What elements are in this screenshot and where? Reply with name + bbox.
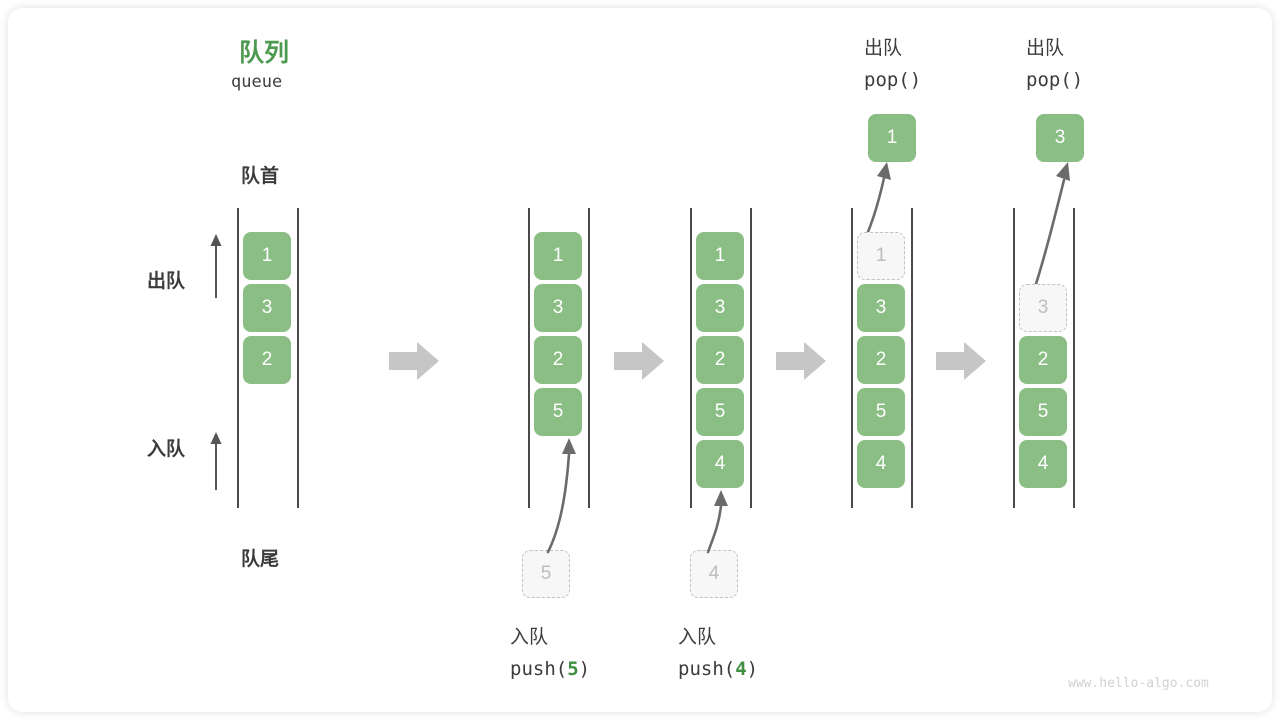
- push-arrow-5: [540, 436, 580, 556]
- pop3-header-cn: 出队: [1026, 38, 1065, 59]
- queue-cell: 4: [696, 440, 744, 488]
- enqueue-direction-arrow: [204, 430, 228, 492]
- dequeue-label: 出队: [147, 271, 186, 292]
- push4-caption-code: push(4): [678, 658, 758, 680]
- front-label: 队首: [241, 166, 280, 187]
- push4-code-prefix: push(: [678, 658, 736, 680]
- queue-cell: 3: [857, 284, 905, 332]
- queue-cell: 5: [534, 388, 582, 436]
- queue-rail-right-push4: [750, 208, 752, 508]
- enqueue-label: 入队: [147, 439, 186, 460]
- push4-code-suffix: ): [746, 658, 759, 680]
- push-arrow-4: [700, 488, 740, 556]
- pop3-header-code: pop(): [1026, 69, 1084, 91]
- queue-rail-right-pop1: [911, 208, 913, 508]
- popped-cell: 3: [1036, 114, 1084, 162]
- push4-caption-cn: 入队: [678, 627, 717, 648]
- queue-cell: 3: [696, 284, 744, 332]
- incoming-ghost-cell: 5: [522, 550, 570, 598]
- push5-code-suffix: ): [578, 658, 591, 680]
- queue-cell: 1: [696, 232, 744, 280]
- rear-label: 队尾: [241, 549, 280, 570]
- queue-rail-left-pop3: [1013, 208, 1015, 508]
- queue-cell: 5: [857, 388, 905, 436]
- dequeue-direction-arrow: [204, 232, 228, 300]
- queue-rail-left-initial: [237, 208, 239, 508]
- queue-rail-left-push5: [528, 208, 530, 508]
- popped-cell: 1: [868, 114, 916, 162]
- step-arrow-4: [936, 340, 988, 382]
- queue-rail-right-push5: [588, 208, 590, 508]
- queue-cell: 5: [1019, 388, 1067, 436]
- queue-rail-left-push4: [690, 208, 692, 508]
- push4-code-value: 4: [735, 658, 747, 680]
- push5-caption-code: push(5): [510, 658, 590, 680]
- pop1-header-cn: 出队: [864, 38, 903, 59]
- queue-rail-right-pop3: [1073, 208, 1075, 508]
- queue-rail-right-initial: [297, 208, 299, 508]
- diagram-title-cn: 队列: [239, 39, 290, 67]
- queue-cell: 1: [243, 232, 291, 280]
- queue-cell: 1: [534, 232, 582, 280]
- queue-cell: 2: [534, 336, 582, 384]
- step-arrow-2: [614, 340, 666, 382]
- diagram-card: 队列 queue 队首 队尾 出队 入队 1 3 2: [8, 8, 1272, 712]
- push5-caption-cn: 入队: [510, 627, 549, 648]
- queue-cell: 3: [1019, 284, 1067, 332]
- queue-cell: 2: [696, 336, 744, 384]
- queue-cell: 1: [857, 232, 905, 280]
- step-arrow-3: [776, 340, 828, 382]
- diagram-title-en: queue: [231, 72, 283, 92]
- push5-code-prefix: push(: [510, 658, 568, 680]
- queue-cell: 3: [243, 284, 291, 332]
- queue-cell: 2: [857, 336, 905, 384]
- watermark: www.hello-algo.com: [1068, 676, 1209, 691]
- queue-cell: 4: [857, 440, 905, 488]
- queue-rail-left-pop1: [851, 208, 853, 508]
- push5-code-value: 5: [567, 658, 579, 680]
- queue-cell: 2: [243, 336, 291, 384]
- step-arrow-1: [389, 340, 441, 382]
- queue-cell: 3: [534, 284, 582, 332]
- queue-cell: 2: [1019, 336, 1067, 384]
- queue-cell: 4: [1019, 440, 1067, 488]
- queue-cell: 5: [696, 388, 744, 436]
- pop1-header-code: pop(): [864, 69, 922, 91]
- diagram-stage: 队列 queue 队首 队尾 出队 入队 1 3 2: [8, 8, 1272, 712]
- incoming-ghost-cell: 4: [690, 550, 738, 598]
